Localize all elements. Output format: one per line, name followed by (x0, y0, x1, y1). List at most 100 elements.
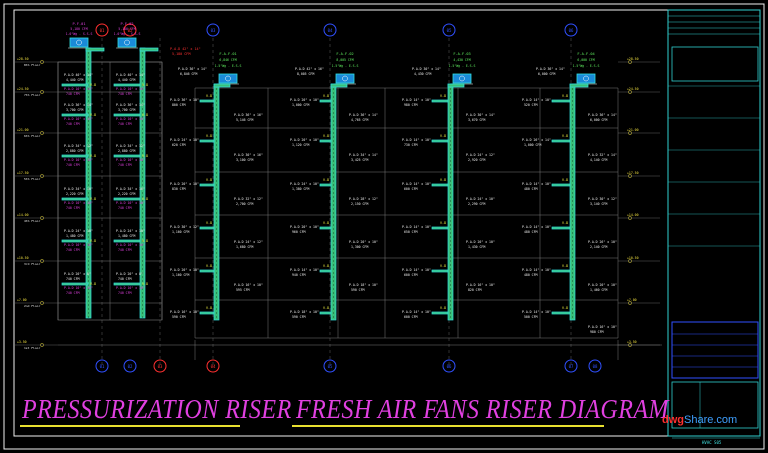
fresh-air-branch-duct (199, 226, 215, 230)
fresh-air-riser-size: P.A.D 24" x 12" (234, 240, 263, 244)
fresh-air-branch-duct (431, 183, 449, 187)
fresh-air-duct-cfm: 600 CFM (404, 187, 418, 191)
pressurization-damper-size: P.A.D 10" x 10" (64, 158, 93, 162)
fresh-air-fan-unit (576, 73, 596, 84)
volume-damper-label: V.D (206, 94, 212, 98)
column-marker-label: 08 (593, 364, 598, 369)
level-name-left: 4th Floor (24, 219, 40, 223)
pressurization-damper-size: P.A.D 10" x 10" (116, 87, 145, 91)
pressurization-main-duct-cfm: 5,180 CFM (172, 52, 190, 56)
fresh-air-branch-duct (431, 139, 449, 143)
fresh-air-duct-size: P.A.D 14" x 10" (402, 268, 431, 272)
volume-damper-label: V.D (562, 264, 568, 268)
volume-damper-label: V.D (562, 94, 568, 98)
drawing-outer-border (3, 3, 765, 450)
pressurization-branch-duct (61, 282, 89, 286)
fresh-air-riser-cfm: 3,425 CFM (351, 158, 368, 162)
column-marker-circle (153, 359, 167, 373)
fresh-air-riser-cfm: 6,000 CFM (590, 118, 607, 122)
fresh-air-duct-cfm: 980 CFM (404, 103, 418, 107)
pressurization-fan-cfm: 5,180 CFM (118, 27, 135, 31)
pressurization-branch-duct (113, 83, 141, 87)
sheet-code: HVAC S05 (702, 440, 722, 445)
fresh-air-riser-size: P.A.D 28" x 12" (349, 197, 378, 201)
fresh-air-main-duct-size: P.A.D 36" x 14" (536, 67, 565, 71)
fresh-air-duct-size: P.A.D 20" x 10" (290, 98, 319, 102)
pressurization-damper-size: P.A.D 10" x 10" (116, 243, 145, 247)
volume-damper-label: V.D (206, 306, 212, 310)
pressurization-damper-size: P.A.D 10" x 10" (116, 286, 145, 290)
pressurization-fan-name: P.F.01 (73, 22, 86, 26)
fresh-air-duct-size: P.A.D 20" x 10" (170, 268, 199, 272)
pressurization-branch-duct (61, 154, 89, 158)
pressurization-duct-cfm: 740 CFM (66, 277, 80, 281)
level-elevation-left: +3.50 (17, 340, 27, 344)
fresh-air-riser-cfm: 595 CFM (236, 288, 250, 292)
fresh-air-riser-size: P.A.D 32" x 14" (588, 153, 617, 157)
column-marker-circle (323, 23, 337, 37)
fresh-air-riser-size: P.A.D 16" x 10" (588, 325, 617, 329)
pressurization-damper-cfm: 740 CFM (66, 206, 80, 210)
level-name-left: 8th Floor (24, 63, 40, 67)
volume-damper-label: V.D (142, 113, 148, 117)
fresh-air-fan-unit (218, 73, 238, 84)
volume-damper-label: V.D (206, 264, 212, 268)
fresh-air-duct-size: P.A.D 14" x 10" (522, 310, 551, 314)
pressurization-duct-size: P.A.D 40" x 14" (64, 73, 93, 77)
fresh-air-branch-duct (431, 99, 449, 103)
fresh-air-fan-name: F.A.F.04 (577, 52, 594, 56)
volume-damper-label: V.D (323, 306, 329, 310)
fresh-air-branch-duct (199, 183, 215, 187)
fresh-air-duct-cfm: 1,000 CFM (292, 103, 309, 107)
fresh-air-duct-connector (569, 83, 589, 88)
pressurization-damper-cfm: 740 CFM (118, 163, 132, 167)
pressurization-branch-duct (61, 83, 89, 87)
pressurization-duct-size: P.A.D 40" x 14" (116, 73, 145, 77)
level-name-left: 1st Floor (24, 346, 40, 350)
fresh-air-riser-cfm: 4,140 CFM (590, 158, 607, 162)
fresh-air-riser-size: P.A.D 36" x 14" (588, 113, 617, 117)
fresh-air-branch-duct (431, 269, 449, 273)
pressurization-duct-size: P.A.D 34" x 12" (64, 144, 93, 148)
fresh-air-duct-size: P.A.D 14" x 10" (522, 98, 551, 102)
fresh-air-duct-size: P.A.D 20" x 10" (170, 182, 199, 186)
pressurization-fan-name: P.F.02 (121, 22, 134, 26)
fresh-air-riser-cfm: 2,140 CFM (590, 245, 607, 249)
pressurization-damper-size: P.A.D 10" x 10" (116, 117, 145, 121)
pressurization-damper-size: P.A.D 10" x 10" (116, 158, 145, 162)
pressurization-duct-size: P.A.D 20" x 8" (116, 272, 143, 276)
fresh-air-branch-duct (551, 183, 571, 187)
fresh-air-riser-cfm: 3,100 CFM (236, 158, 253, 162)
fresh-air-riser-size: P.A.D 18" x 10" (349, 283, 378, 287)
column-marker-label: 04 (211, 364, 216, 369)
fresh-air-duct-connector (330, 83, 348, 88)
level-elevation-right: +7.00 (627, 298, 637, 302)
fresh-air-riser-size: P.A.D 20" x 10" (466, 240, 495, 244)
fresh-air-branch-duct (551, 269, 571, 273)
volume-damper-label: V.D (440, 306, 446, 310)
fresh-air-fan-unit (452, 73, 472, 84)
fresh-air-duct-cfm: 590 CFM (172, 315, 186, 319)
fresh-air-branch-duct (319, 139, 332, 143)
column-marker-label: 04 (328, 28, 333, 33)
fresh-air-duct-size: P.A.D 20" x 10" (290, 225, 319, 229)
fresh-air-main-duct-size: P.A.D 36" x 14" (178, 67, 207, 71)
volume-damper-label: V.D (90, 282, 96, 286)
volume-damper-label: V.D (323, 264, 329, 268)
fresh-air-duct-connector (447, 83, 465, 88)
fresh-air-riser-size: P.A.D 24" x 10" (466, 197, 495, 201)
level-elevation-right: +28.50 (627, 57, 639, 61)
pressurization-damper-size: P.A.D 10" x 10" (64, 243, 93, 247)
fresh-air-duct-cfm: 730 CFM (404, 143, 418, 147)
pressurization-fan-cfm: 5,180 CFM (70, 27, 87, 31)
column-marker-circle (123, 23, 137, 37)
fresh-air-fan-sp: 1.5"Wg - E.S.S (215, 64, 242, 68)
fresh-air-duct-size: P.A.D 14" x 10" (402, 182, 431, 186)
fan-icon (225, 75, 231, 82)
fresh-air-duct-size: P.A.D 14" x 10" (402, 138, 431, 142)
fresh-air-duct-size: P.A.D 14" x 10" (402, 310, 431, 314)
level-elevation-left: +28.50 (17, 57, 29, 61)
pressurization-damper-cfm: 740 CFM (118, 122, 132, 126)
fresh-air-duct-size: P.A.D 18" x 10" (290, 310, 319, 314)
volume-damper-label: V.D (562, 134, 568, 138)
